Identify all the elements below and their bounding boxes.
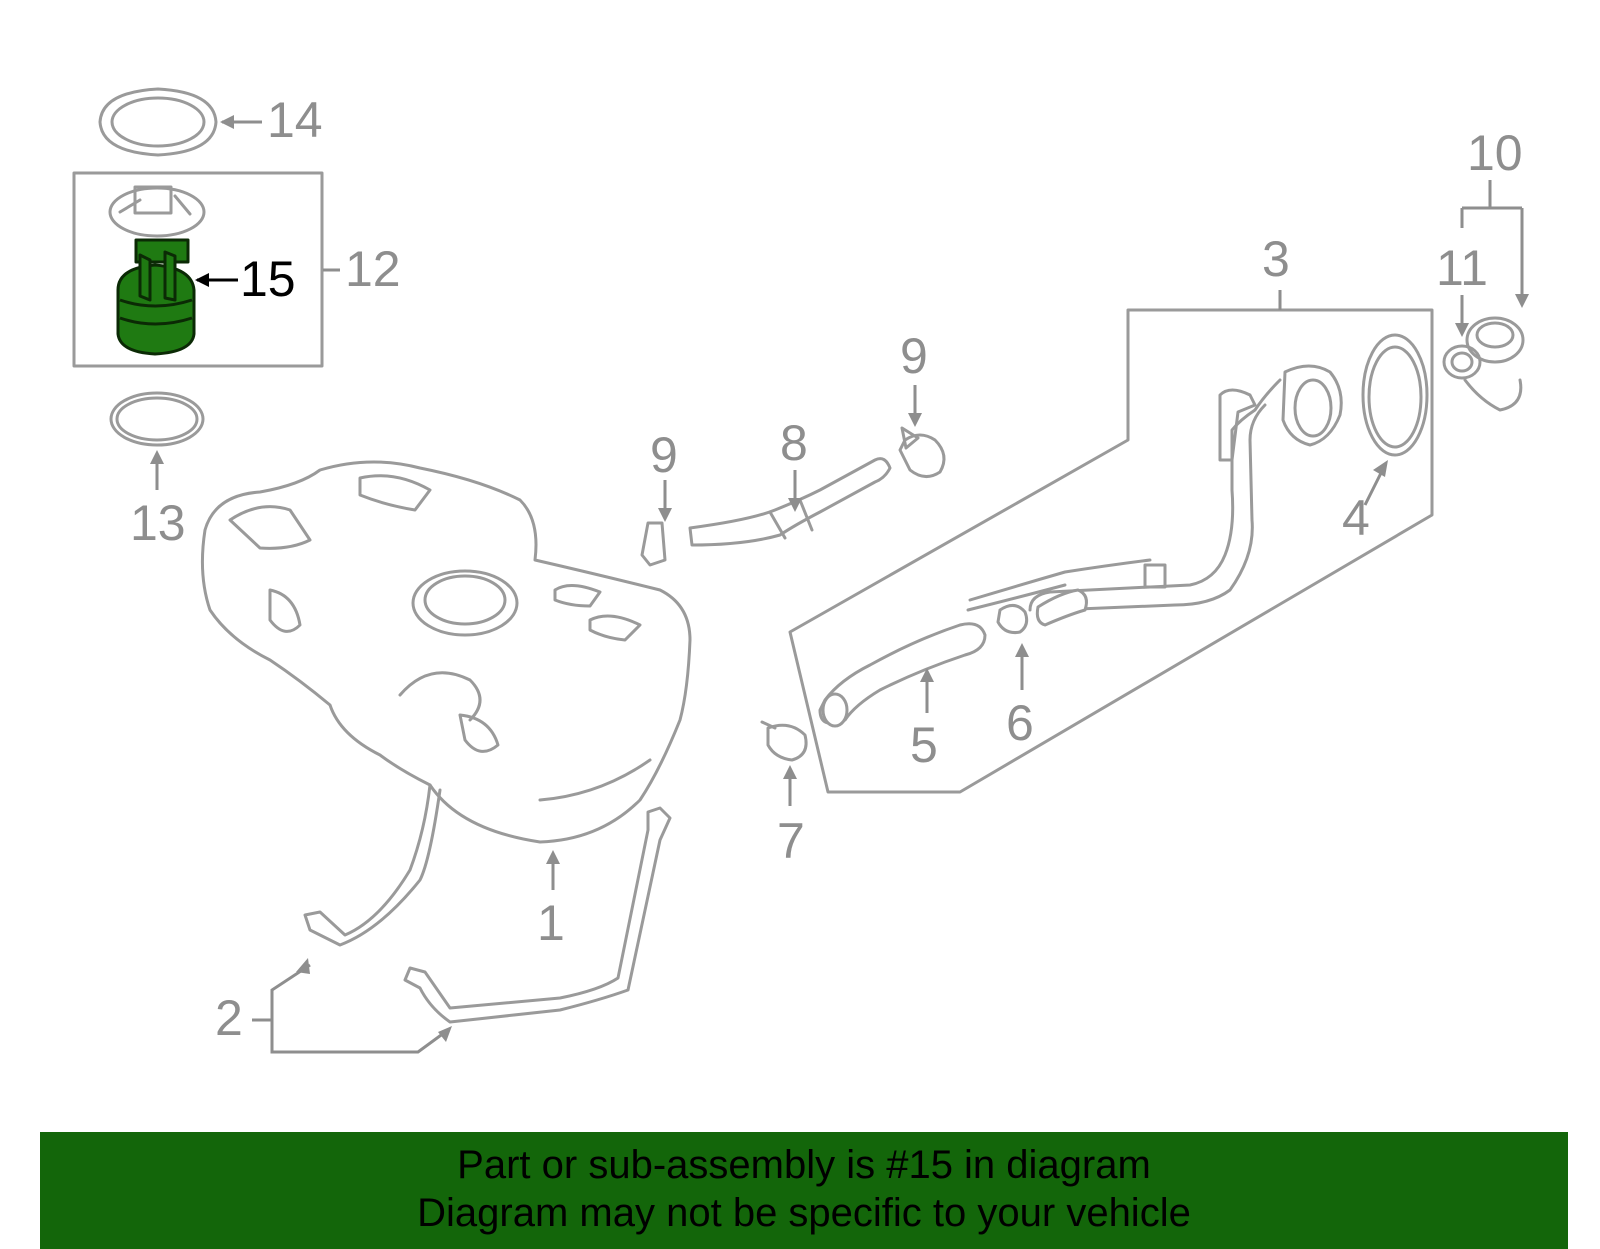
callout-11: 11 [1436,240,1488,296]
part-10-fuel-cap [1463,316,1525,412]
part-2-tank-straps [303,783,672,1024]
part-1-fuel-tank [200,460,692,844]
banner-line-1: Part or sub-assembly is #15 in diagram [457,1143,1151,1187]
part-15-fuel-pump[interactable] [116,238,196,356]
banner-line-2: Diagram may not be specific to your vehi… [417,1191,1191,1235]
callout-13: 13 [130,495,186,551]
callout-10: 10 [1467,125,1523,181]
part-13-o-ring [109,391,205,447]
callout-labels: 14 12 15 13 1 2 3 4 5 6 7 8 9 9 10 11 [130,92,1523,1046]
part-3-filler-pipe-panel [788,308,1434,794]
callout-9-right: 9 [900,328,928,384]
callout-6: 6 [1006,695,1034,751]
leader-lines [150,115,1529,1054]
callout-12: 12 [345,241,401,297]
callout-14: 14 [267,92,323,148]
part-14-lock-ring [98,87,218,157]
notice-banner: Part or sub-assembly is #15 in diagram D… [40,1132,1568,1249]
part-11-tether-ring [1442,344,1482,380]
callout-5: 5 [910,717,938,773]
callout-9-left: 9 [650,427,678,483]
callout-7: 7 [777,813,805,869]
callout-8: 8 [780,415,808,471]
callout-3: 3 [1262,231,1290,287]
part-12-pump-module-box [72,171,324,368]
callout-1: 1 [537,895,565,951]
part-7-clamp [760,720,808,762]
part-8-hose [688,457,892,547]
part-9-clamp-left [640,521,667,567]
callout-4: 4 [1342,490,1370,546]
callout-2: 2 [215,990,243,1046]
part-9-clamp-right [898,426,946,478]
callout-15[interactable]: 15 [240,251,296,307]
